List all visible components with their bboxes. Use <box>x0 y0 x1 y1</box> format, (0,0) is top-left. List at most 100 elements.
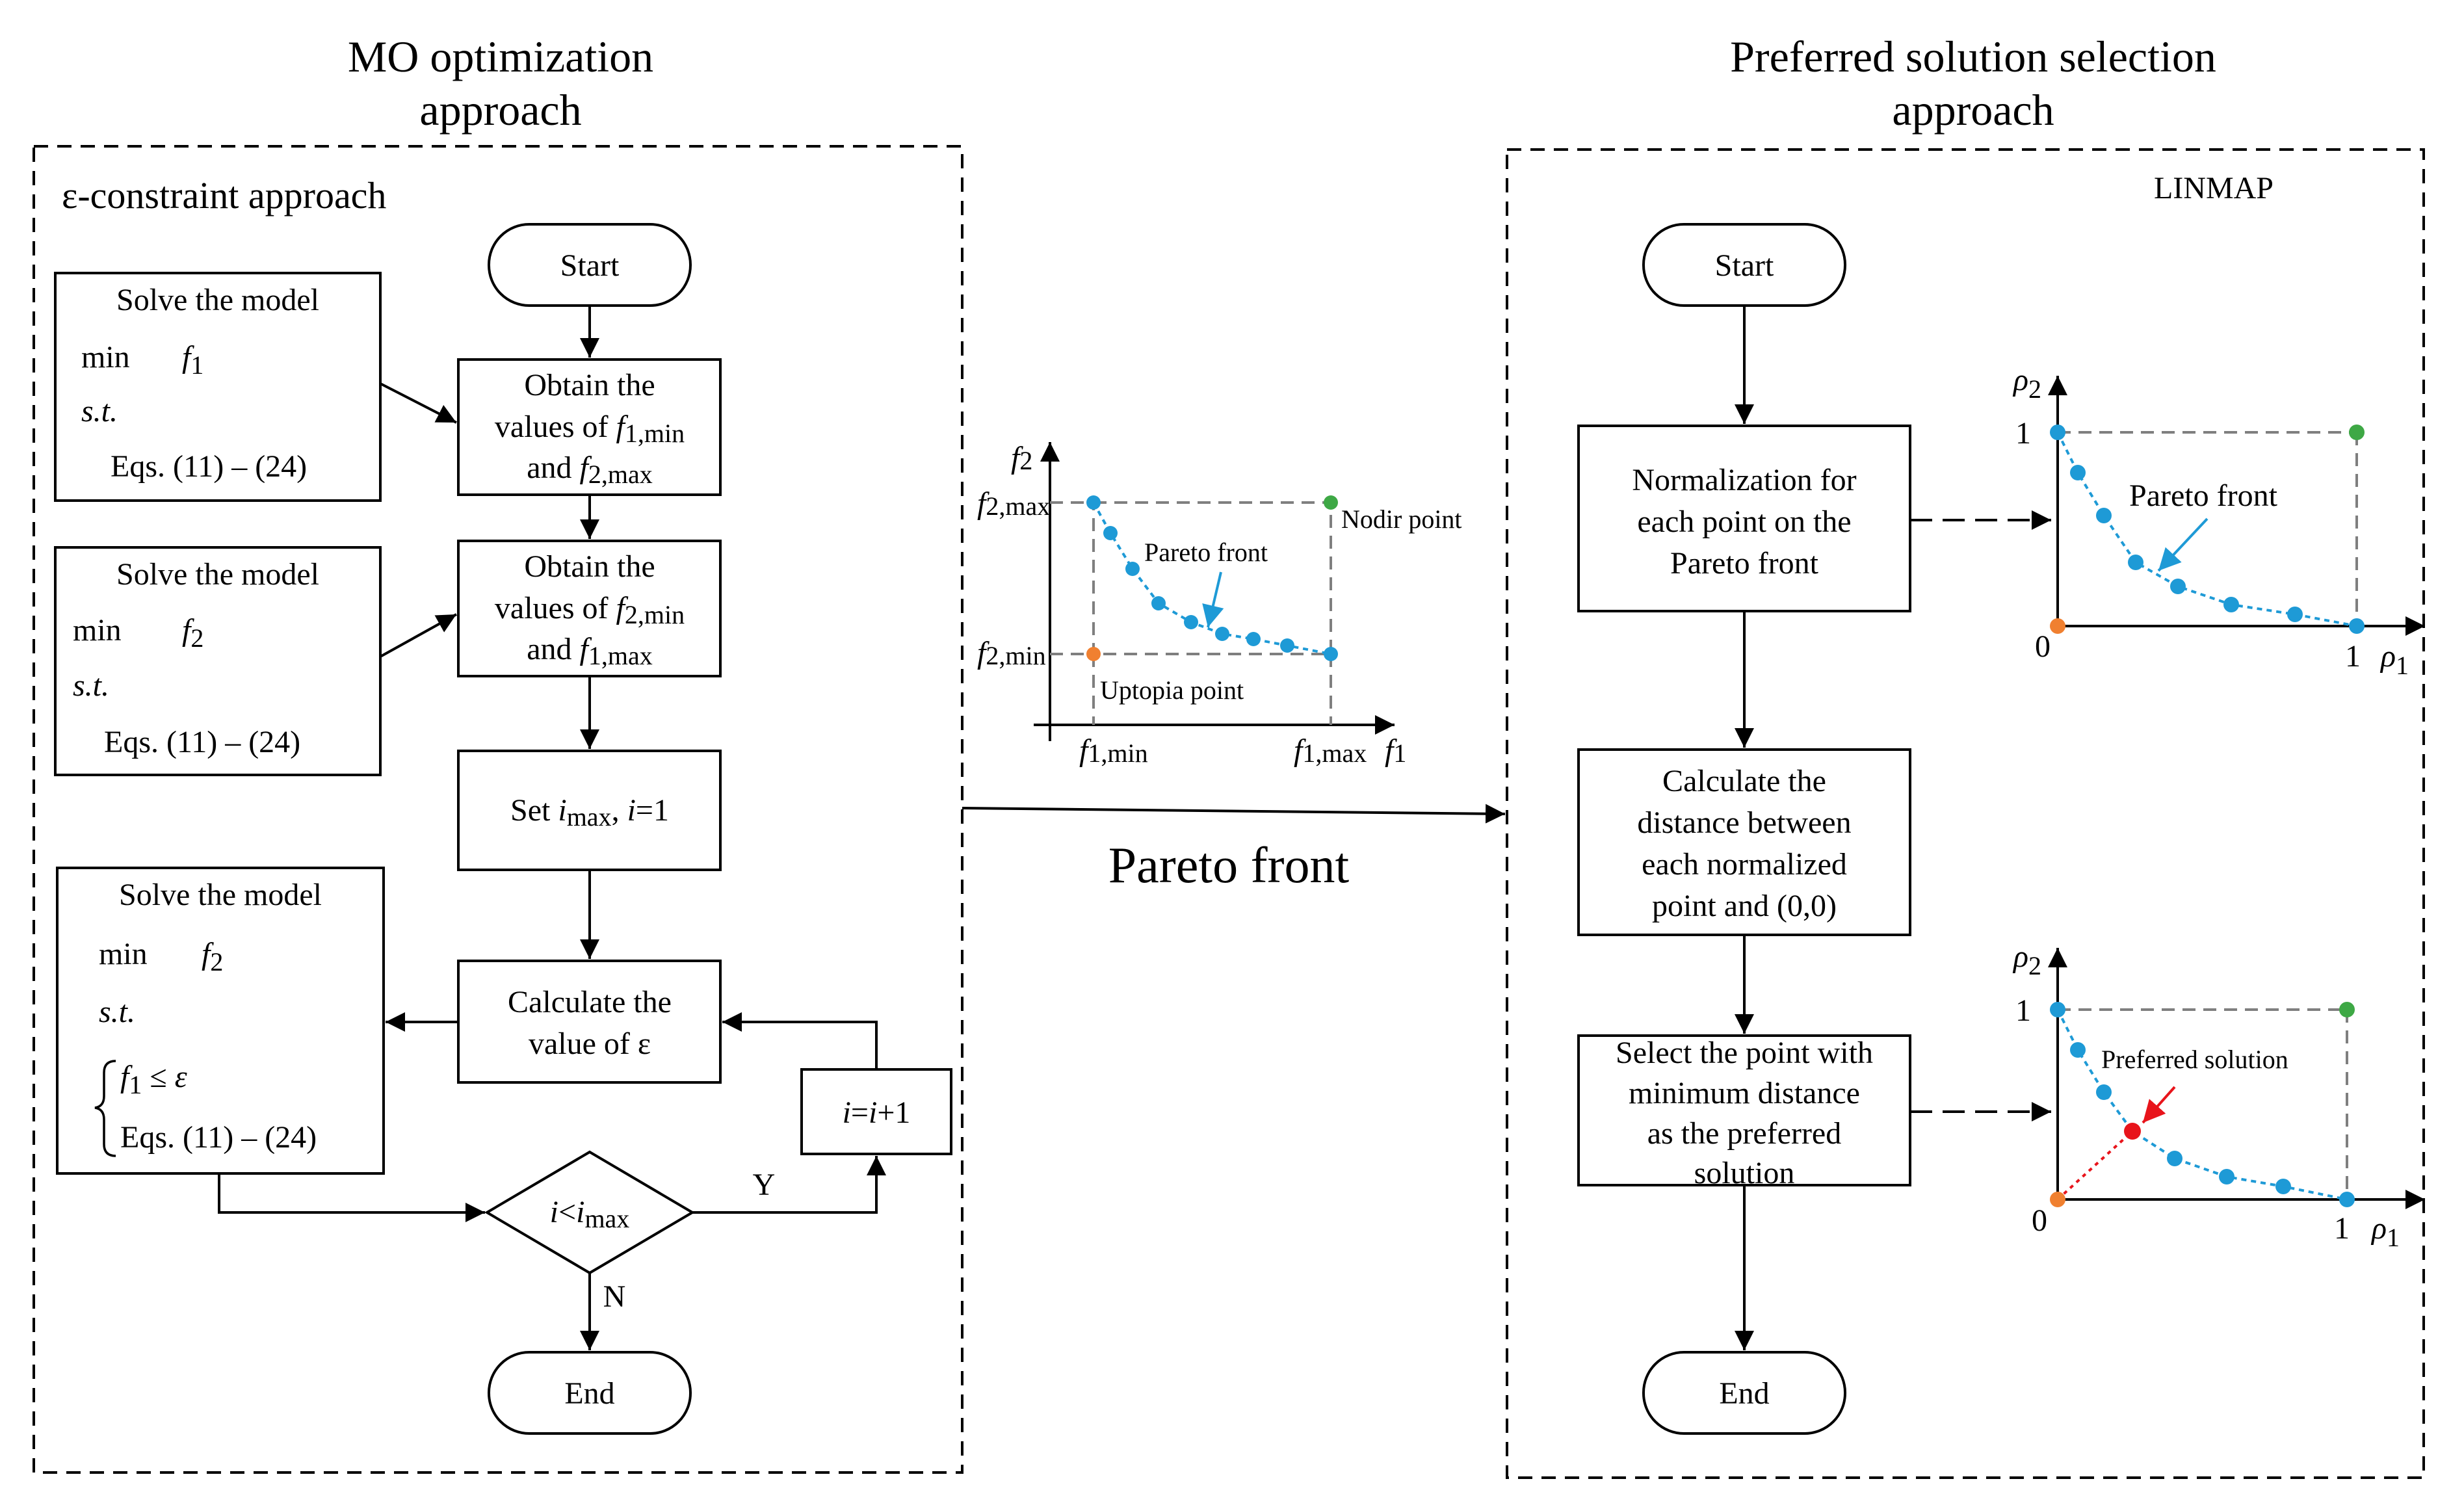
solve-model-epsilon-box <box>56 867 385 1175</box>
chart2-ideal-point <box>2050 1192 2065 1207</box>
select-line2: minimum distance <box>1629 1076 1860 1110</box>
obtain1-line1: Obtain the <box>524 368 655 402</box>
middle-pareto-label: Pareto front <box>1144 538 1268 567</box>
no-label: N <box>603 1279 626 1314</box>
obtain1-line3: and f2,max <box>527 451 653 489</box>
model1-st: s.t. <box>81 394 118 428</box>
pareto-front-arrow-label: Pareto front <box>1108 837 1350 893</box>
middle-pareto-curve <box>1092 502 1331 655</box>
decision-label: i<imax <box>550 1195 630 1233</box>
model1-title: Solve the model <box>116 283 319 317</box>
constraint-brace <box>94 1060 116 1157</box>
right-start-label: Start <box>1715 248 1774 283</box>
pareto-transfer-arrow <box>962 804 1506 824</box>
chart1-pareto-label: Pareto front <box>2129 478 2278 513</box>
model2-eqs: Eqs. (11) – (24) <box>104 725 300 759</box>
chart2-pareto-point <box>2050 1002 2065 1017</box>
select-line4: solution <box>1694 1156 1795 1190</box>
chart2-preferred-point <box>2124 1123 2141 1140</box>
middle-nadir-label: Nodir point <box>1341 504 1462 534</box>
middle-f1max-label: f1,max <box>1294 733 1367 768</box>
right-flow-connectors <box>1735 306 2051 1350</box>
epsilon-panel-title: ε-constraint approach <box>62 174 386 216</box>
chart1-one-y: 1 <box>2015 416 2031 451</box>
chart1-pareto-point <box>2349 618 2365 634</box>
middle-nadir-point <box>1324 495 1338 510</box>
chart2-pareto-point <box>2275 1179 2291 1194</box>
chart1-pareto-point <box>2050 425 2065 440</box>
chart1-one-x: 1 <box>2345 639 2361 674</box>
model3-title: Solve the model <box>119 878 322 912</box>
middle-pareto-chart: Pareto front Nodir point Uptopia point f… <box>977 441 1462 768</box>
middle-f2min-label: f2,min <box>977 636 1046 670</box>
chart2-pareto-point <box>2070 1042 2086 1058</box>
preferred-solution-chart: Preferred solution ρ2 1 0 1 ρ1 <box>2012 939 2425 1252</box>
chart2-min-distance-line <box>2056 1130 2134 1201</box>
increment-i-label: i=i+1 <box>843 1095 911 1130</box>
obtain-f1min-f2max-box <box>457 358 722 496</box>
chart2-one-x: 1 <box>2334 1211 2350 1246</box>
obtain1-line2: values of f1,min <box>495 410 685 448</box>
middle-pareto-point <box>1215 627 1229 641</box>
left-heading-line1: MO optimization <box>348 32 653 81</box>
middle-f1min-label: f1,min <box>1079 733 1148 768</box>
chart2-one-y: 1 <box>2015 993 2031 1028</box>
middle-uptopia-label: Uptopia point <box>1100 675 1244 705</box>
set-imax-box <box>457 750 722 871</box>
middle-pareto-point <box>1280 638 1294 653</box>
chart1-zero: 0 <box>2035 629 2051 664</box>
chart2-pareto-curve <box>2056 1009 2348 1201</box>
chart1-pareto-point <box>2096 508 2112 523</box>
obtain2-line3: and f1,max <box>527 632 653 670</box>
chart1-pareto-pointer <box>2157 517 2208 572</box>
right-end-terminal <box>1642 1351 1846 1435</box>
middle-pareto-point <box>1103 526 1118 540</box>
left-flow-connectors <box>218 306 886 1350</box>
dist-line1: Calculate the <box>1662 764 1826 798</box>
chart2-preferred-pointer <box>2142 1086 2176 1124</box>
distance-box <box>1577 748 1911 936</box>
chart1-y-label: ρ2 <box>2012 363 2041 404</box>
chart2-zero: 0 <box>2032 1203 2047 1238</box>
yes-label: Y <box>753 1168 776 1202</box>
model2-min: min <box>73 613 122 648</box>
model1-eqs: Eqs. (11) – (24) <box>111 449 307 484</box>
middle-pareto-point <box>1086 495 1101 510</box>
solve-model-min-f2-box <box>54 546 382 776</box>
middle-pareto-point <box>1125 562 1140 576</box>
dist-line2: distance between <box>1637 805 1851 840</box>
chart1-pareto-point <box>2223 597 2239 612</box>
right-heading-line2: approach <box>1892 85 2054 135</box>
middle-pareto-point <box>1184 615 1198 629</box>
model3-st: s.t. <box>99 995 135 1029</box>
left-heading-line2: approach <box>419 85 581 135</box>
norm-line2: each point on the <box>1637 504 1851 539</box>
chart2-pareto-point <box>2339 1192 2355 1207</box>
middle-bounding-box <box>1092 501 1332 655</box>
select-line3: as the preferred <box>1647 1116 1841 1151</box>
middle-ideal-point <box>1086 647 1101 661</box>
chart1-pareto-point <box>2070 465 2086 480</box>
model3-min: min <box>99 937 148 971</box>
chart2-pareto-point <box>2219 1169 2235 1184</box>
obtain-f2min-f1max-box <box>457 540 722 677</box>
middle-y-label: f2 <box>1011 441 1032 475</box>
chart1-nadir-point <box>2349 425 2365 440</box>
chart2-x-label: ρ1 <box>2370 1211 2400 1252</box>
increment-i-box <box>800 1068 952 1155</box>
dist-line4: point and (0,0) <box>1652 889 1837 923</box>
chart1-pareto-point <box>2287 607 2303 622</box>
chart2-y-label: ρ2 <box>2012 939 2041 980</box>
obtain2-line1: Obtain the <box>524 549 655 584</box>
solve-model-min-f1-box <box>54 272 382 502</box>
calc-eps-line2: value of ε <box>529 1027 651 1061</box>
linmap-label: LINMAP <box>2154 171 2274 205</box>
model3-constraint: f1 ≤ ε <box>120 1060 187 1099</box>
middle-x-label: f1 <box>1385 733 1406 768</box>
calc-eps-line1: Calculate the <box>508 985 672 1019</box>
normalized-pareto-chart: Pareto front ρ2 1 0 1 ρ1 <box>2012 363 2425 680</box>
model1-min: min <box>81 340 130 374</box>
calculate-epsilon-box <box>457 960 722 1084</box>
chart1-pareto-points <box>2050 425 2365 634</box>
